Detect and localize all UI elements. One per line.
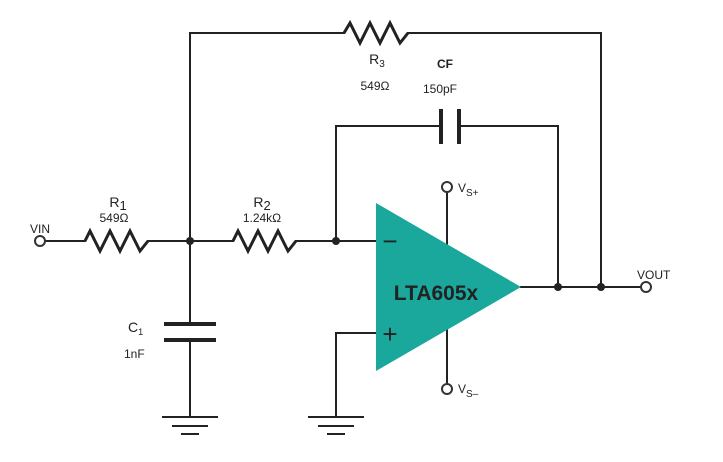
wire-cf-right (458, 125, 559, 288)
vout-terminal (640, 281, 652, 293)
vin-label: VIN (30, 222, 50, 236)
ground-symbol-c1 (162, 416, 218, 435)
vs-minus-label: VS– (458, 382, 479, 400)
c1-value: 1nF (124, 347, 145, 361)
r3-name: R3 (369, 51, 385, 70)
vs-plus-label: VS+ (458, 181, 479, 199)
wire-r3-left (189, 32, 345, 242)
cf-value: 150pF (423, 82, 457, 96)
r1-name: R1 (109, 194, 126, 213)
junction-node (554, 283, 562, 291)
vout-label: VOUT (637, 268, 671, 282)
r3-value: 549Ω (361, 79, 390, 93)
resistor-r1 (83, 227, 150, 255)
opamp-triangle (376, 203, 521, 371)
opamp-label: LTA605x (394, 282, 479, 305)
ground-symbol-opamp (308, 416, 364, 435)
capacitor-cf (439, 109, 461, 144)
vs-plus-terminal (441, 181, 453, 193)
vs-minus-terminal (441, 383, 453, 395)
junction-node (332, 237, 340, 245)
wire-noninverting-ground (335, 332, 377, 418)
resistor-r2 (231, 227, 298, 255)
r2-name: R2 (253, 194, 270, 213)
capacitor-c1 (164, 322, 216, 342)
c1-name: C1 (128, 319, 143, 337)
junction-node (186, 237, 194, 245)
inverting-input-sign: − (382, 226, 397, 256)
junction-node (597, 283, 605, 291)
noninverting-input-sign: + (382, 319, 397, 349)
resistor-r3 (342, 19, 410, 47)
r2-value: 1.24kΩ (243, 211, 281, 225)
wires (44, 32, 642, 418)
cf-name: CF (437, 57, 453, 71)
vin-terminal (34, 235, 46, 247)
wire-cf-left (335, 125, 442, 242)
r1-value: 549Ω (100, 211, 129, 225)
wire-r3-right (407, 32, 602, 288)
